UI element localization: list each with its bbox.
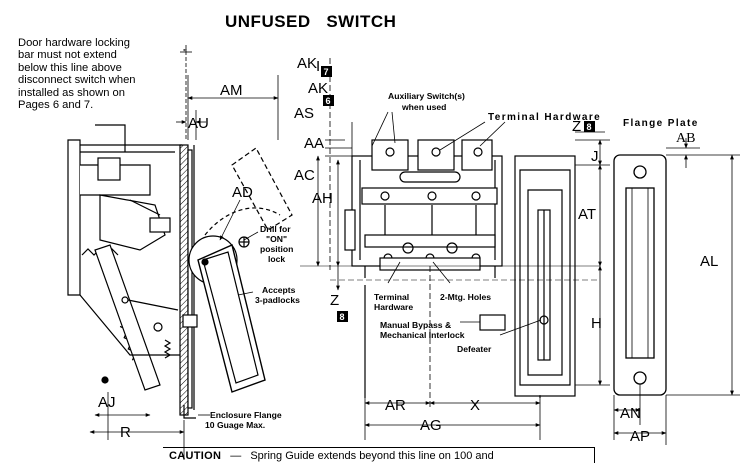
- note-line: installed as shown on: [18, 86, 125, 99]
- badge-6-text: 6: [326, 96, 331, 106]
- badge-7-text: 7: [324, 67, 329, 77]
- callout-auxiliary-1: Auxiliary Switch(s): [388, 91, 465, 101]
- dim-ah: AH: [312, 190, 333, 207]
- note-line: Door hardware locking: [18, 37, 130, 49]
- note-line: disconnect switch when: [18, 74, 136, 87]
- flange-plate-view: [613, 138, 740, 445]
- dim-x: X: [470, 397, 480, 414]
- callout-drill-1: Drill for: [260, 224, 291, 234]
- dim-ak-i: AK: [297, 55, 317, 72]
- badge-8-text: 8: [340, 312, 345, 322]
- dim-j: J: [591, 148, 599, 165]
- callout-labels: Auxiliary Switch(s) when used Terminal H…: [205, 91, 699, 430]
- dim-r: R: [120, 424, 131, 441]
- callout-defeater: Defeater: [457, 344, 492, 354]
- dim-ar: AR: [385, 397, 406, 414]
- page-title: UNFUSED SWITCH: [225, 12, 397, 31]
- caution-text: Spring Guide extends beyond this line on…: [250, 450, 494, 462]
- dim-ab: AB: [676, 131, 695, 146]
- callout-flange-plate: Flange Plate: [623, 118, 699, 129]
- badge-8-right-text: 8: [587, 122, 592, 132]
- dim-ac: AC: [294, 167, 315, 184]
- dim-an: AN: [620, 405, 641, 422]
- side-view: [67, 45, 293, 460]
- badge-8-right: [584, 121, 595, 132]
- dim-at: AT: [578, 206, 596, 223]
- dim-ak-sub: I: [316, 58, 320, 75]
- front-view: [300, 58, 610, 440]
- dim-aa: AA: [304, 135, 324, 152]
- callout-padlocks-2: 3-padlocks: [255, 295, 300, 305]
- callout-auxiliary-2: when used: [401, 102, 446, 112]
- callout-drill-3: position: [260, 244, 293, 254]
- badge-8: [337, 311, 348, 322]
- badge-6: [323, 95, 334, 106]
- callout-flange-1: Enclosure Flange: [210, 410, 282, 420]
- note-line: Pages 6 and 7.: [18, 99, 94, 112]
- caution-note: CAUTION — Spring Guide extends beyond th…: [163, 447, 595, 463]
- note-line: below this line above: [18, 61, 122, 74]
- dim-ad: AD: [232, 184, 253, 201]
- callout-bypass-1: Manual Bypass &: [380, 320, 451, 330]
- callout-drill-4: lock: [268, 254, 285, 264]
- dim-ag: AG: [420, 417, 442, 434]
- dim-ap: AP: [630, 428, 650, 445]
- dim-au: AU: [188, 115, 209, 132]
- dim-z: Z: [330, 292, 339, 309]
- callout-terminal-2: Hardware: [374, 302, 413, 312]
- callout-terminal-hardware-top: Terminal Hardware: [488, 112, 601, 123]
- note-line: bar must not extend: [18, 49, 117, 62]
- inch-mark: ": [183, 47, 187, 57]
- dim-aj: AJ: [98, 394, 116, 411]
- dim-ak: AK: [308, 80, 328, 97]
- callout-bypass-2: Mechanical Interlock: [380, 330, 465, 340]
- caution-dash: —: [230, 450, 242, 462]
- dim-z-right: Z: [572, 118, 581, 135]
- caution-label: CAUTION: [169, 450, 222, 462]
- dim-am: AM: [220, 82, 243, 99]
- badge-7: [321, 66, 332, 77]
- dim-h: H: [591, 315, 602, 332]
- dim-as: AS: [294, 105, 314, 122]
- callout-drill-2: "ON": [266, 234, 287, 244]
- callout-flange-2: 10 Guage Max.: [205, 420, 265, 430]
- callout-mtg-holes: 2-Mtg. Holes: [440, 292, 491, 302]
- door-hardware-note: Door hardware locking bar must not exten…: [18, 37, 178, 111]
- dimension-labels: AM AU AD AJ R " AK I 7 AK 6 AS AA AC AH …: [98, 47, 718, 445]
- callout-padlocks-1: Accepts: [262, 285, 296, 295]
- dim-al: AL: [700, 253, 718, 270]
- callout-terminal-1: Terminal: [374, 292, 409, 302]
